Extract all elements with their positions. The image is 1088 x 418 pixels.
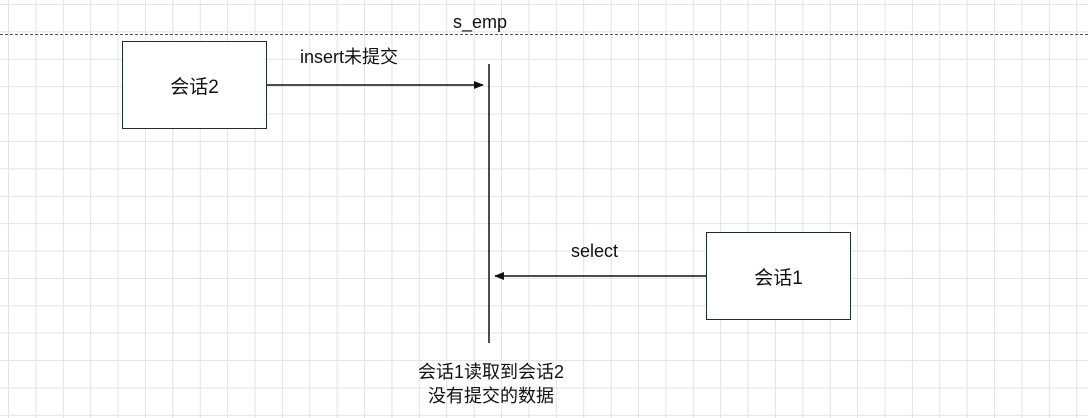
table-title: s_emp: [452, 12, 508, 32]
insert-uncommitted-label: insert未提交: [300, 47, 399, 67]
table-boundary-dashed-line: [0, 34, 1088, 35]
note-line-2: 没有提交的数据: [428, 386, 554, 406]
note-line-1: 会话1读取到会话2: [417, 362, 565, 382]
session1-box: 会话1: [706, 232, 851, 320]
session2-box: 会话2: [122, 41, 267, 129]
session1-label: 会话1: [754, 267, 803, 289]
dirty-read-note: 会话1读取到会话2 没有提交的数据: [396, 360, 586, 408]
select-label: select: [571, 241, 619, 261]
session2-label: 会话2: [170, 76, 219, 98]
